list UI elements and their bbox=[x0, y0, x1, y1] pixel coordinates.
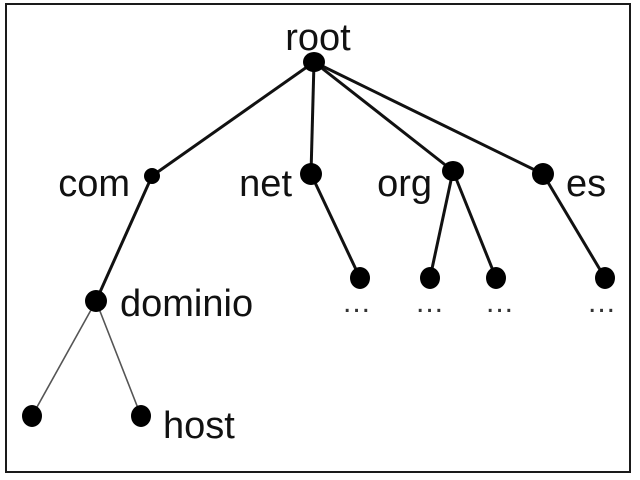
tree-edges-thin bbox=[31, 300, 142, 417]
tree-nodes bbox=[22, 52, 615, 427]
ellipsis-org-2: ... bbox=[486, 286, 514, 319]
edge-net-leaf bbox=[309, 173, 362, 279]
edge-root-es bbox=[313, 60, 544, 176]
edge-org-leaf1 bbox=[428, 170, 455, 279]
edge-org-leaf2 bbox=[451, 170, 498, 279]
node-org-leaf1 bbox=[420, 267, 440, 289]
edge-root-org bbox=[313, 60, 454, 173]
diagram-frame bbox=[5, 3, 631, 473]
node-root bbox=[303, 52, 325, 72]
edge-es-leaf bbox=[541, 173, 607, 279]
label-dominio: dominio bbox=[120, 283, 253, 325]
node-org bbox=[442, 161, 464, 181]
node-dominio-leaf bbox=[22, 405, 42, 427]
node-net bbox=[300, 163, 322, 185]
edge-root-net bbox=[309, 61, 316, 175]
node-es bbox=[532, 163, 554, 185]
tree-edges bbox=[94, 60, 607, 302]
label-es: es bbox=[566, 163, 606, 205]
node-dominio bbox=[85, 290, 107, 312]
node-net-leaf bbox=[350, 267, 370, 289]
node-com bbox=[144, 168, 160, 184]
label-org: org bbox=[377, 163, 432, 205]
label-root: root bbox=[285, 17, 351, 59]
label-net: net bbox=[239, 163, 292, 205]
edge-com-dominio bbox=[94, 175, 154, 302]
node-host bbox=[131, 405, 151, 427]
node-es-leaf bbox=[595, 267, 615, 289]
ellipsis-net: ... bbox=[343, 286, 371, 319]
node-org-leaf2 bbox=[486, 267, 506, 289]
edge-root-com bbox=[151, 60, 315, 178]
label-host: host bbox=[163, 405, 235, 447]
edge-dominio-host bbox=[95, 300, 142, 417]
edge-dominio-leaf bbox=[31, 300, 97, 417]
label-com: com bbox=[58, 163, 130, 205]
ellipsis-es: ... bbox=[588, 286, 616, 319]
ellipsis-org-1: ... bbox=[416, 286, 444, 319]
